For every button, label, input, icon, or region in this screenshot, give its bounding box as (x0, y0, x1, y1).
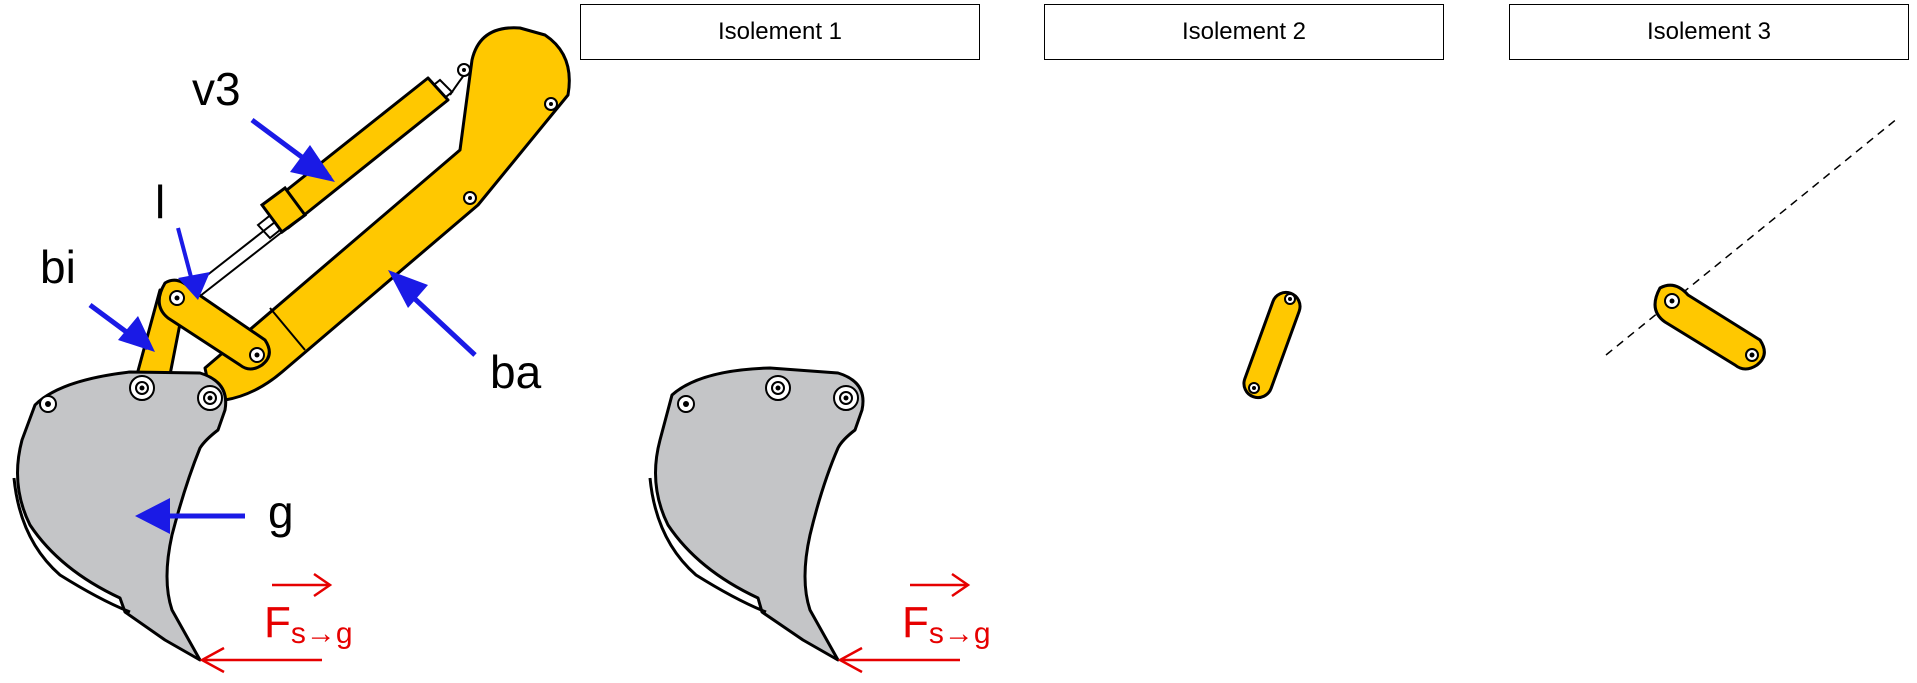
isolement-3-lever-l (1605, 117, 1899, 371)
pins (169, 63, 558, 363)
force-arrow-assembly (199, 572, 333, 674)
isolement-1-bucket: Fs→g (648, 366, 991, 674)
label-v3: v3 (192, 63, 241, 115)
isolement-2-title: Isolement 2 (1044, 4, 1444, 60)
force-label-sub: s→g (291, 617, 353, 650)
svg-text:Fs→g: Fs→g (902, 598, 991, 650)
svg-text:Fs→g: Fs→g (264, 598, 353, 650)
isolement-3-title: Isolement 3 (1509, 4, 1909, 60)
label-g: g (268, 486, 294, 538)
label-l: l (155, 176, 165, 228)
label-bi: bi (40, 241, 76, 293)
force-label-main: F (264, 598, 291, 647)
force-label-iso1-main: F (902, 598, 929, 647)
isolement-1-title: Isolement 1 (580, 4, 980, 60)
force-label-iso1-sub: s→g (929, 617, 991, 650)
boom-ba (203, 26, 571, 402)
label-ba: ba (490, 346, 542, 398)
isolement-2-link-bi (1242, 290, 1302, 400)
excavator-assembly: v3 l bi ba g Fs→g (12, 26, 571, 674)
